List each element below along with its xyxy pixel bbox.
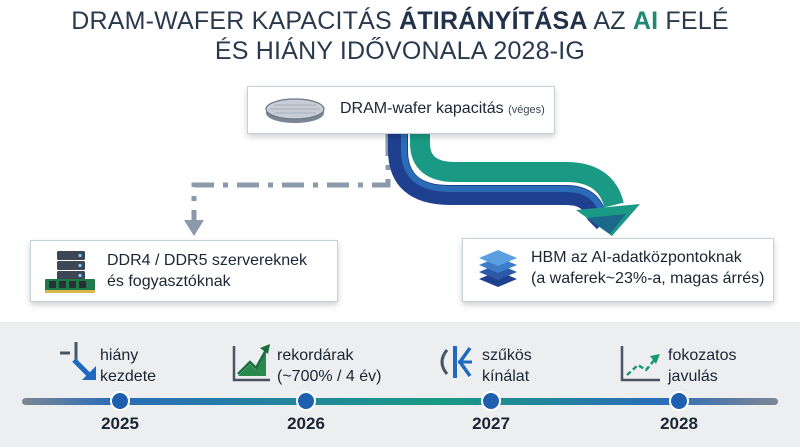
title-emphasis: ÁTIRÁNYÍTÁSA	[399, 7, 588, 35]
rising-chart-icon	[232, 344, 270, 382]
server-memory-icon	[45, 251, 95, 293]
milestone-line-2: (~700% / 4 év)	[277, 368, 382, 385]
dram-wafer-capacity-box: DRAM-wafer kapacitás (véges)	[247, 86, 555, 134]
milestone-line-1: szűkös	[482, 347, 532, 364]
blue-flow-inner	[401, 132, 611, 224]
teal-flow-band	[410, 132, 624, 208]
top-box-note: (véges)	[508, 104, 545, 116]
shortage-arrow-icon	[60, 342, 96, 380]
narrowing-supply-icon	[440, 346, 472, 378]
title-line-2: ÉS HIÁNY IDŐVONALA 2028-IG	[214, 37, 586, 65]
timeline-band	[0, 322, 800, 447]
title-ai-word: AI	[632, 7, 659, 35]
blue-flow-band	[388, 132, 612, 230]
milestone-line-1: fokozatos	[668, 347, 737, 364]
ddr-box-line-2: és fogyasztóknak	[107, 273, 231, 290]
timeline-dot-2028	[669, 391, 689, 411]
page-title: DRAM-WAFER KAPACITÁS ÁTIRÁNYÍTÁSA AZ AI …	[0, 6, 800, 66]
top-box-label: DRAM-wafer kapacitás (véges)	[340, 100, 545, 118]
milestone-line-2: kezdete	[100, 368, 157, 385]
year-label-2026: 2026	[287, 414, 325, 433]
title-part: FELÉ	[658, 7, 729, 35]
ddr-box-label: DDR4 / DDR5 szervereknek és fogyasztókna…	[107, 250, 307, 292]
top-box-label-text: DRAM-wafer kapacitás	[340, 100, 504, 117]
milestone-line-2: javulás	[668, 368, 718, 385]
timeline-dot-2027	[481, 391, 501, 411]
hbm-box-line-2: (a waferek~23%-a, magas árrés)	[531, 270, 765, 287]
hbm-box: HBM az AI-adatközpontoknak (a waferek~23…	[462, 238, 774, 302]
ddr-box-line-1: DDR4 / DDR5 szervereknek	[107, 252, 308, 269]
milestone-line-1: hiány	[100, 347, 139, 364]
timeline-dot-2025	[110, 391, 130, 411]
hbm-box-line-1: HBM az AI-adatközpontoknak	[531, 249, 742, 266]
milestone-line-2: kínálat	[482, 368, 530, 385]
improving-chart-icon	[620, 346, 660, 382]
title-part: AZ	[587, 7, 633, 35]
year-label-2027: 2027	[472, 414, 510, 433]
year-label-2025: 2025	[101, 414, 139, 433]
timeline-dot-2026	[296, 391, 316, 411]
year-label-2028: 2028	[660, 414, 698, 433]
title-part: DRAM-WAFER KAPACITÁS	[71, 7, 400, 35]
ddr-box: DDR4 / DDR5 szervereknek és fogyasztókna…	[30, 240, 338, 302]
dashed-arrow-head	[184, 220, 204, 236]
timeline-line	[22, 398, 778, 405]
dashed-arrow-to-ddr	[191, 134, 391, 222]
wafer-icon	[265, 98, 325, 123]
title-line-1: DRAM-WAFER KAPACITÁS ÁTIRÁNYÍTÁSA AZ AI …	[0, 6, 800, 36]
hbm-stack-icon	[479, 250, 517, 287]
hbm-box-label: HBM az AI-adatközpontoknak (a waferek~23…	[531, 247, 764, 289]
flow-arrow-head-dark	[586, 214, 626, 234]
milestone-line-1: rekordárak	[277, 347, 354, 364]
